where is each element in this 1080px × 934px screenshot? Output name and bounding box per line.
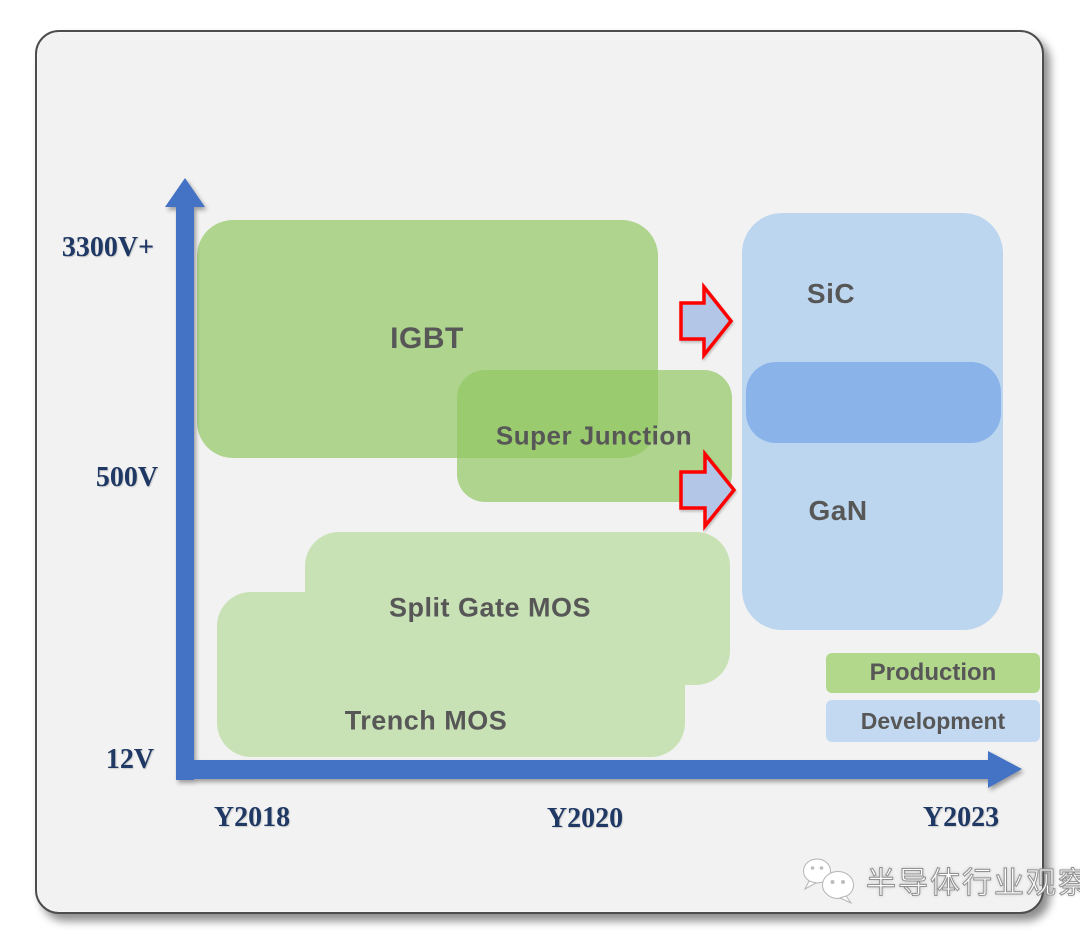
y-tick-500v: 500V <box>95 462 159 493</box>
x-tick-y2023: Y2023 <box>922 802 1000 833</box>
sic-label: SiC <box>806 278 856 309</box>
y-tick-12v: 12V <box>105 744 155 775</box>
legend-production: Production <box>826 653 1040 693</box>
legend-development: Development <box>826 700 1040 742</box>
trench-mos-label: Trench MOS <box>344 705 508 736</box>
super-junction-label: Super Junction <box>495 420 693 451</box>
y-tick-3300v: 3300V+ <box>61 232 155 263</box>
watermark: 半导体行业观察 <box>800 856 1080 904</box>
x-tick-y2020: Y2020 <box>546 803 624 834</box>
split-gate-mos-label: Split Gate MOS <box>388 592 592 623</box>
region-trench-mos <box>217 592 685 757</box>
region-wide-bandgap-overlap-band <box>746 362 1001 443</box>
gan-label: GaN <box>808 495 868 526</box>
x-tick-y2018: Y2018 <box>213 802 291 833</box>
igbt-label: IGBT <box>390 322 464 355</box>
watermark-text: 半导体行业观察 <box>866 867 1080 901</box>
wechat-icon <box>803 858 854 904</box>
